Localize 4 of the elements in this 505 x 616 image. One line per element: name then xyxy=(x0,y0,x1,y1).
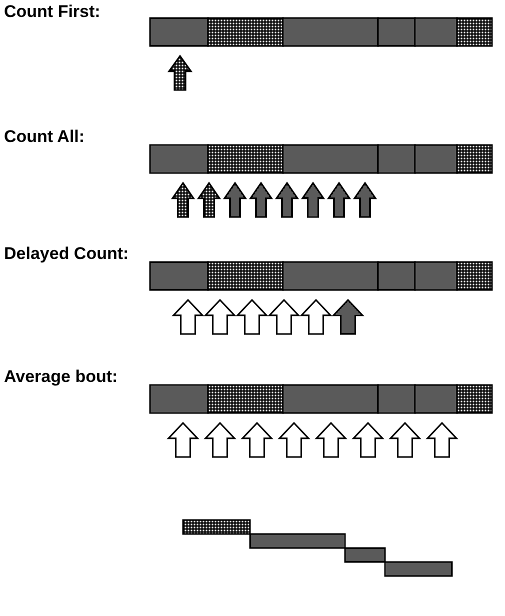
section-heading: Delayed Count: xyxy=(4,244,129,264)
section-heading: Count All: xyxy=(4,127,85,147)
section-heading: Average bout: xyxy=(4,367,118,387)
section-heading: Count First: xyxy=(4,2,100,22)
